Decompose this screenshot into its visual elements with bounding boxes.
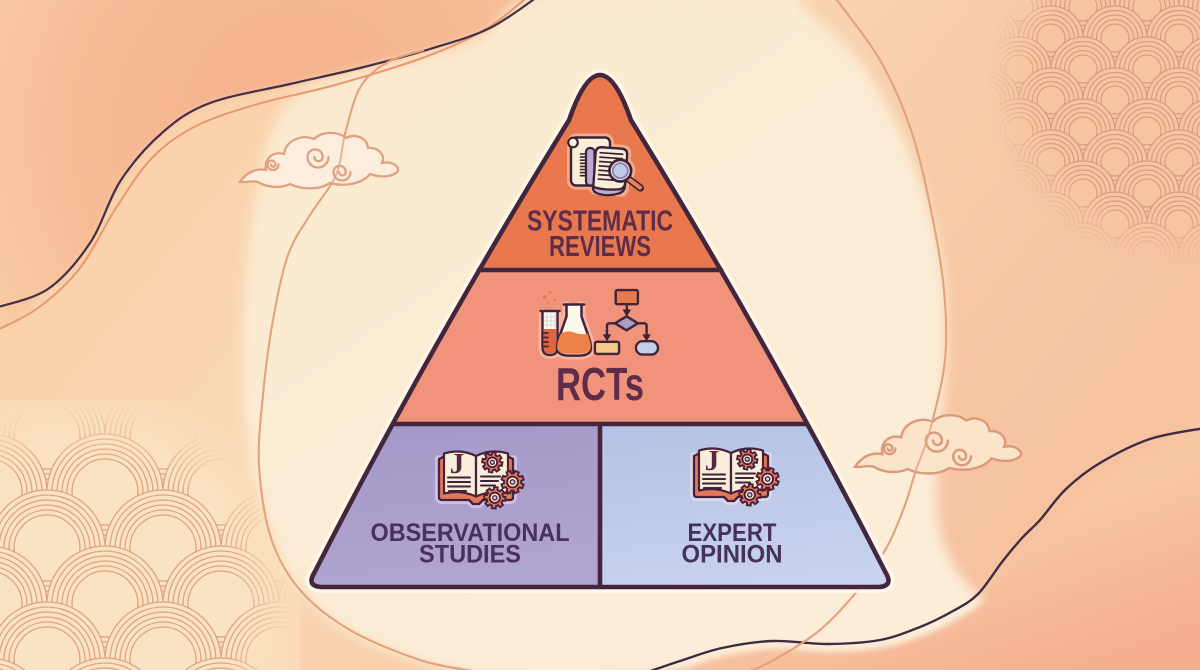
svg-text:SYSTEMATIC: SYSTEMATIC — [527, 206, 673, 238]
svg-text:STUDIES: STUDIES — [419, 541, 521, 569]
svg-text:RCTs: RCTs — [556, 358, 644, 410]
svg-text:REVIEWS: REVIEWS — [549, 231, 651, 263]
svg-text:OPINION: OPINION — [682, 541, 783, 569]
svg-text:EXPERT: EXPERT — [688, 519, 777, 547]
svg-text:OBSERVATIONAL: OBSERVATIONAL — [371, 519, 570, 547]
